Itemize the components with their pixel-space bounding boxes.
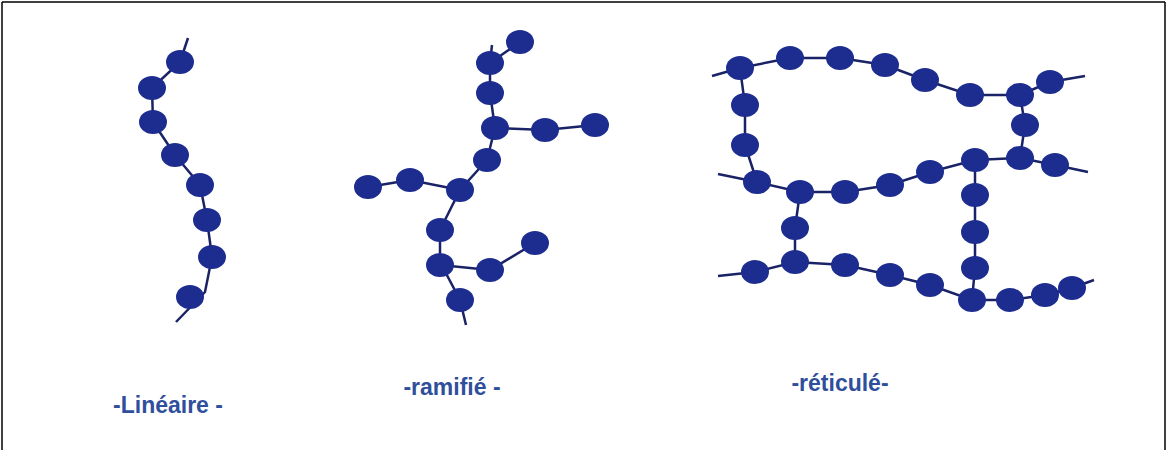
structure-label: -Linéaire - — [113, 392, 223, 419]
monomer-units — [138, 30, 1086, 312]
structure-label: -ramifié - — [403, 374, 500, 401]
chain-bonds — [152, 38, 1094, 325]
structure-label: -réticulé- — [791, 370, 888, 397]
